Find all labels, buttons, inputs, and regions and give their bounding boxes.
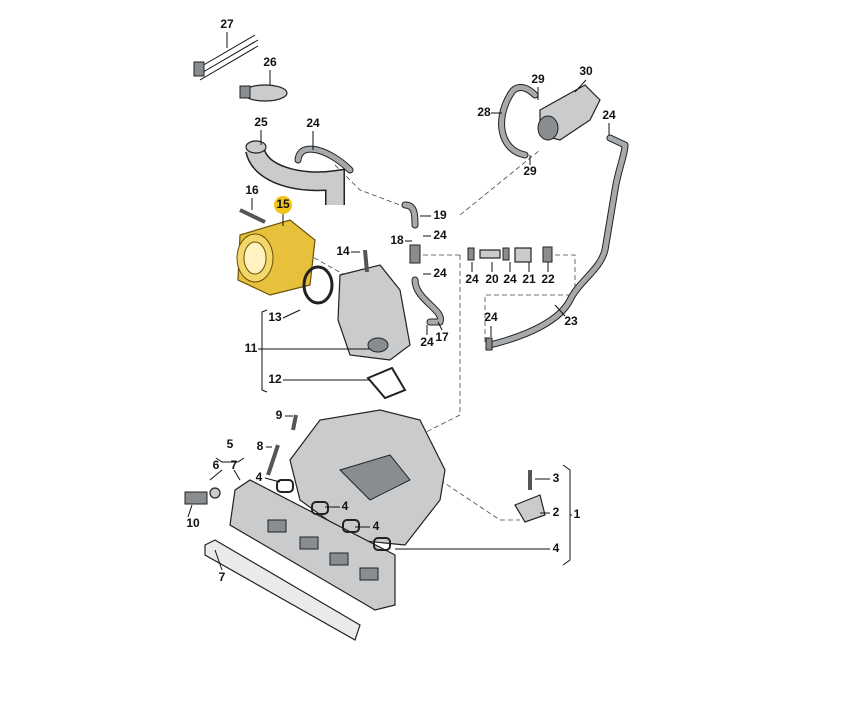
- part-30-connector: [537, 84, 601, 141]
- label[interactable]: 12: [268, 372, 282, 386]
- label[interactable]: 14: [336, 244, 350, 258]
- part-7-gasket: [204, 539, 361, 641]
- label[interactable]: 26: [263, 55, 277, 69]
- hose-top-small: [294, 145, 354, 174]
- label[interactable]: 2: [553, 505, 560, 519]
- label[interactable]: 24: [465, 272, 479, 286]
- label[interactable]: 5: [227, 437, 234, 451]
- label[interactable]: 6: [213, 458, 220, 472]
- label[interactable]: 21: [522, 272, 536, 286]
- highlight-badge-15: [274, 196, 292, 214]
- part-26-clamp: [239, 84, 288, 102]
- label[interactable]: 24: [602, 108, 616, 122]
- part-8-bolt: [266, 444, 280, 476]
- label[interactable]: 10: [186, 516, 200, 530]
- label[interactable]: 19: [433, 208, 447, 222]
- label[interactable]: 7: [219, 570, 226, 584]
- manifold-flange: [229, 479, 396, 611]
- label[interactable]: 4: [342, 499, 349, 513]
- label[interactable]: 30: [579, 64, 593, 78]
- hose-17-19: [401, 201, 444, 326]
- part-10-sensor: [184, 487, 221, 505]
- label[interactable]: 7: [231, 458, 238, 472]
- label[interactable]: 4: [553, 541, 560, 555]
- parts-20-22: [467, 246, 553, 351]
- label[interactable]: 25: [254, 115, 268, 129]
- part-16-bolt: [239, 208, 266, 224]
- label[interactable]: 4: [373, 519, 380, 533]
- label[interactable]: 11: [245, 341, 258, 355]
- label[interactable]: 24: [306, 116, 320, 130]
- hose-23: [486, 134, 629, 349]
- leader-lines: [187, 32, 610, 571]
- label[interactable]: 16: [245, 183, 259, 197]
- part-15-throttle-body: [236, 219, 316, 296]
- label[interactable]: 23: [564, 314, 578, 328]
- hose-28: [498, 84, 539, 159]
- part-12-gasket: [366, 366, 407, 400]
- label[interactable]: 20: [485, 272, 499, 286]
- part-13-seal: [302, 265, 334, 305]
- label[interactable]: 18: [390, 233, 404, 247]
- label[interactable]: 24: [484, 310, 498, 324]
- label[interactable]: 28: [477, 105, 491, 119]
- label[interactable]: 1: [574, 507, 581, 521]
- label[interactable]: 15: [276, 197, 290, 211]
- label[interactable]: 24: [433, 266, 447, 280]
- label[interactable]: 17: [435, 330, 449, 344]
- part-9-bolt: [291, 414, 298, 431]
- part-labels: 27 26 25 24 16 15 19 18 24 24 14 13 11 1…: [186, 17, 616, 584]
- part-11-intake-elbow: [337, 264, 411, 361]
- label[interactable]: 24: [420, 335, 434, 349]
- part-14-bolt: [363, 249, 369, 273]
- label[interactable]: 24: [503, 272, 517, 286]
- label[interactable]: 24: [433, 228, 447, 242]
- part-2-sensor: [514, 470, 546, 523]
- part-27-cable-ties: [193, 34, 259, 81]
- label[interactable]: 8: [257, 439, 264, 453]
- label[interactable]: 3: [553, 471, 560, 485]
- label[interactable]: 22: [541, 272, 555, 286]
- label[interactable]: 29: [531, 72, 545, 86]
- label[interactable]: 27: [220, 17, 234, 31]
- part-4-gaskets: [276, 479, 391, 551]
- label[interactable]: 13: [268, 310, 282, 324]
- label[interactable]: 29: [523, 164, 537, 178]
- part-25-pipe: [245, 140, 345, 205]
- label[interactable]: 4: [256, 470, 263, 484]
- label[interactable]: 9: [276, 408, 283, 422]
